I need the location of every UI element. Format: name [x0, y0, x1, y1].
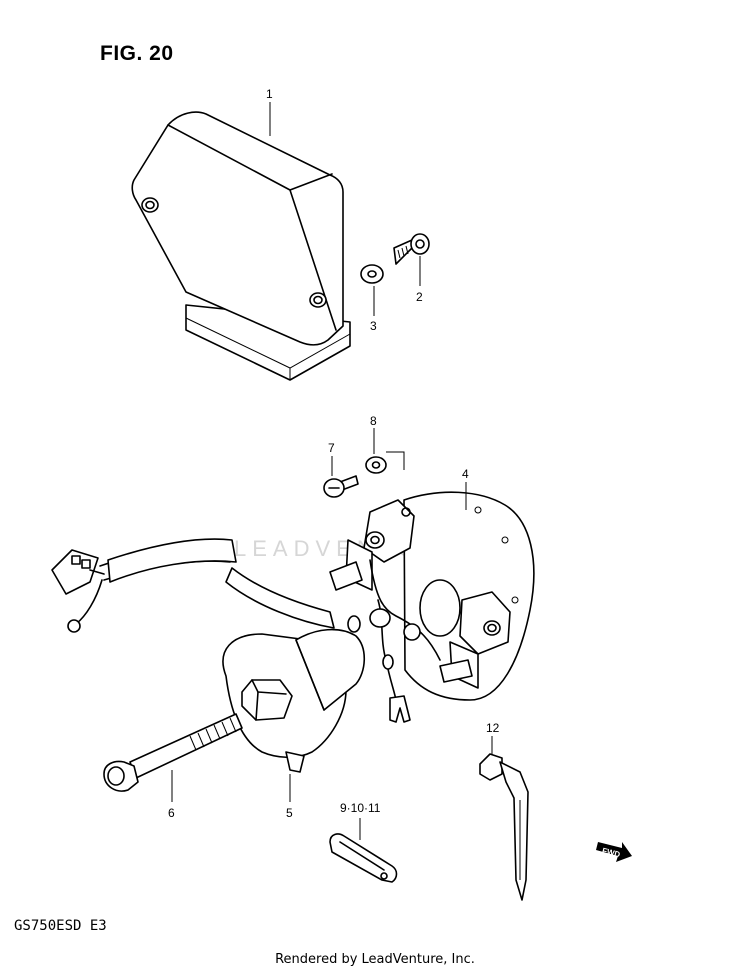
part-7-screw[interactable]: 7 [323, 441, 359, 498]
callout-8: 8 [370, 414, 377, 428]
part-9-10-11-clamp[interactable]: 9·10·11 [329, 801, 398, 883]
part-8-washer[interactable]: 8 [365, 414, 405, 474]
part-2-bolt[interactable]: 2 [393, 233, 430, 304]
callout-3: 3 [370, 319, 377, 333]
part-12-cable-tie[interactable]: 12 [479, 721, 529, 901]
model-code: GS750ESD E3 [14, 918, 107, 934]
callout-5: 5 [286, 806, 293, 820]
figure-title: FIG. 20 [100, 42, 174, 65]
callout-7: 7 [328, 441, 335, 455]
callout-1: 1 [266, 87, 273, 101]
fwd-label: FWD [601, 846, 621, 859]
callout-2: 2 [416, 290, 423, 304]
callout-4: 4 [462, 467, 469, 481]
part-6-bolt[interactable]: 6 [103, 713, 243, 820]
part-3-washer[interactable]: 3 [360, 264, 384, 333]
callout-9-10-11: 9·10·11 [340, 801, 381, 815]
callout-6: 6 [168, 806, 175, 820]
part-1-regulator[interactable]: 1 [131, 87, 351, 381]
part-4-pickup-assembly[interactable]: 4 [329, 467, 535, 723]
forward-arrow-icon: FWD [596, 842, 632, 862]
callout-12: 12 [486, 721, 500, 735]
rendered-by-footer: Rendered by LeadVenture, Inc. [275, 952, 475, 967]
part-5-housing[interactable]: 5 [222, 628, 366, 820]
wiring-harness[interactable] [51, 538, 335, 633]
